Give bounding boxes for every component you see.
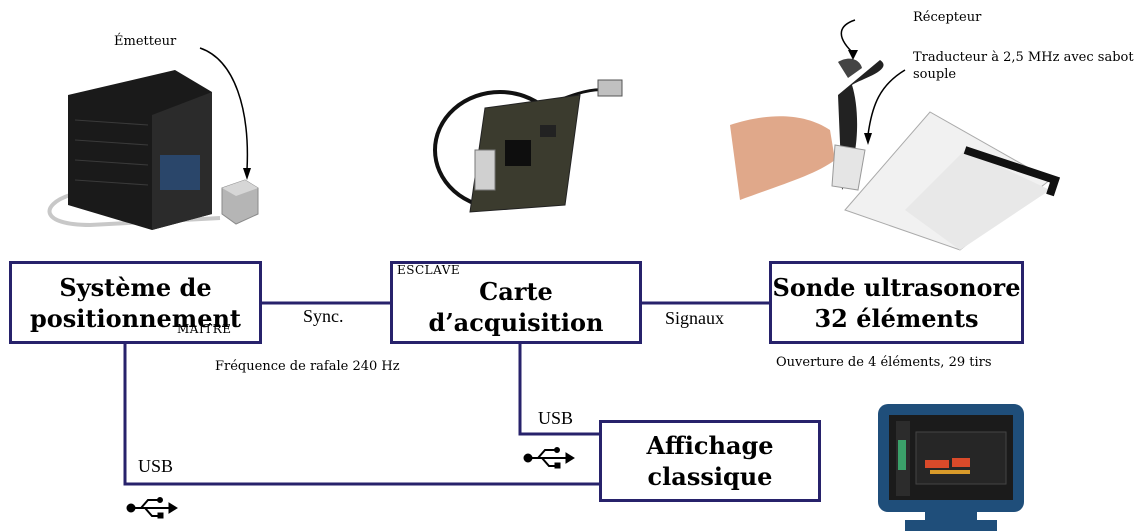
emitter-label: Émetteur — [114, 34, 177, 49]
burst-frequency-note: Fréquence de rafale 240 Hz — [215, 359, 400, 374]
usb-label-top: USB — [538, 408, 574, 428]
usb-label-bottom: USB — [138, 456, 174, 476]
display-title-line2: classique — [647, 462, 773, 491]
signals-label: Signaux — [665, 308, 725, 328]
aperture-note: Ouverture de 4 éléments, 29 tirs — [776, 355, 992, 370]
probe-title-line1: Sonde ultrasonore — [772, 272, 1021, 302]
positioning-title-line2: positionnement — [30, 303, 241, 333]
probe-image — [730, 19, 1061, 251]
classic-display-box: Affichage classique — [599, 420, 821, 502]
usb-icon — [126, 497, 178, 519]
usb-icon — [523, 447, 575, 469]
positioning-system-image — [47, 47, 259, 230]
ultrasound-probe-box: Sonde ultrasonore 32 éléments — [769, 261, 1024, 344]
slave-tag: ESCLAVE — [397, 263, 461, 277]
positioning-system-box: Système de positionnement — [9, 261, 262, 344]
receiver-label: Récepteur — [913, 10, 982, 25]
usb-line-acquisition — [518, 344, 599, 436]
master-tag: MAÎTRE — [177, 322, 232, 336]
acquisition-title-line1: Carte — [479, 276, 553, 306]
monitor-icon — [878, 404, 1024, 531]
sync-label: Sync. — [303, 306, 344, 326]
display-title-line1: Affichage — [646, 431, 774, 460]
acquisition-card-box: Carte d’acquisition — [390, 261, 642, 344]
acquisition-title-line2: d’acquisition — [428, 307, 604, 337]
usb-line-positioning — [123, 344, 599, 486]
probe-title-line2: 32 éléments — [814, 303, 979, 333]
acquisition-card-image — [433, 79, 623, 213]
connector-lines — [123, 301, 769, 486]
positioning-title-line1: Système de — [59, 272, 212, 302]
transducer-label: Traducteur à 2,5 MHz avec sabot souple — [913, 50, 1134, 82]
